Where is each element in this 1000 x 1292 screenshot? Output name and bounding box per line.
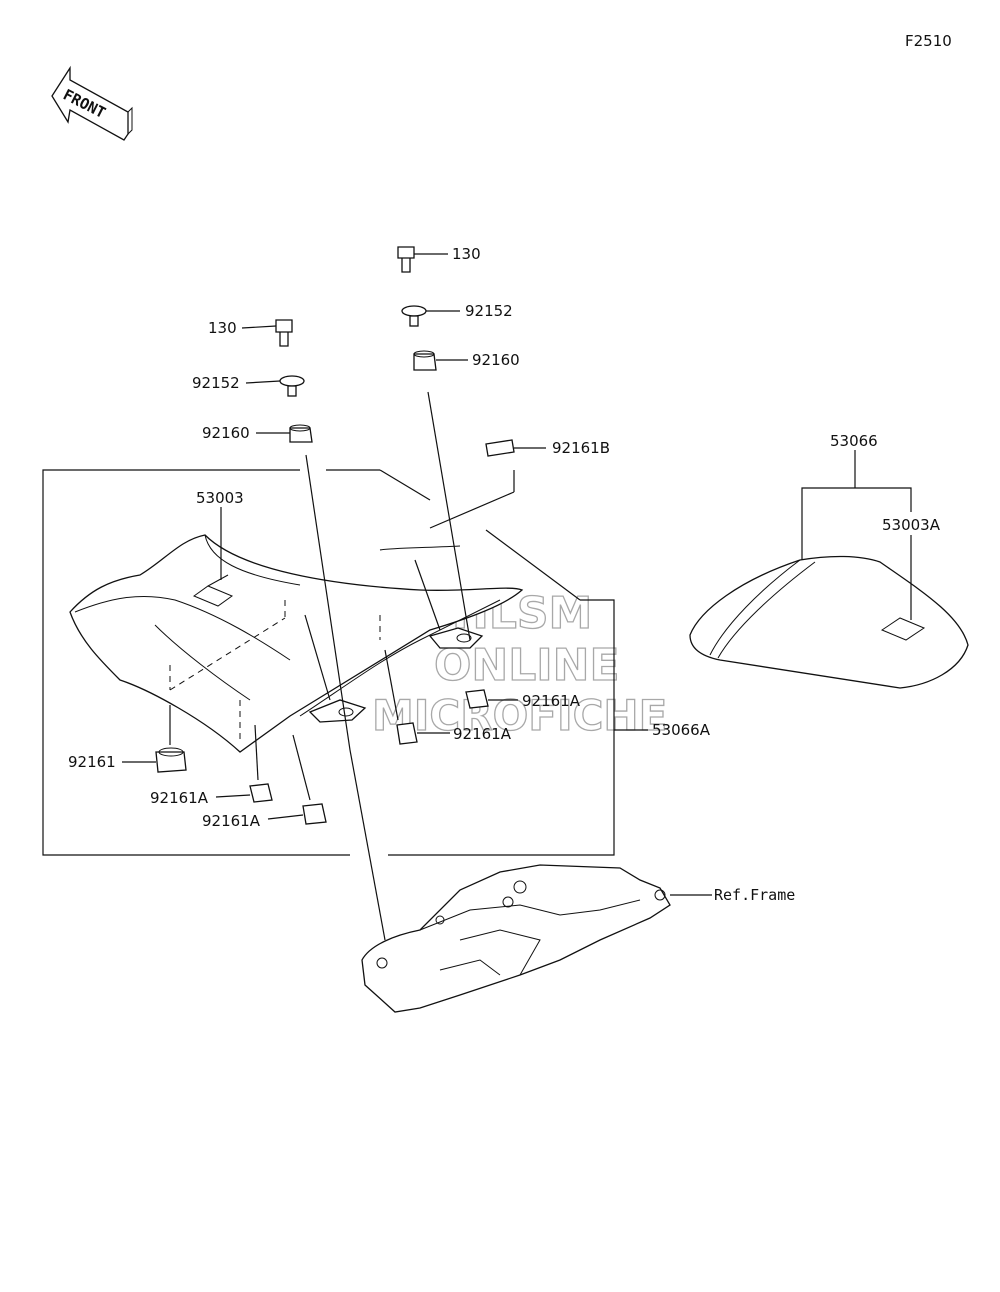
collar-right-icon <box>401 305 427 317</box>
frame <box>361 864 712 1013</box>
callout-collar-left: 92152 <box>192 374 240 392</box>
collar-left-icon <box>279 375 305 387</box>
callout-rear-seat-label: 53003A <box>882 516 941 534</box>
front-seat <box>69 534 524 753</box>
watermark-line-3: MICROFICHE <box>372 691 667 740</box>
callout-collar-right: 92152 <box>465 302 513 320</box>
callout-damper-a-4: 92161A <box>202 812 261 830</box>
damper-right-icon <box>413 353 437 371</box>
callout-damper-a-3: 92161A <box>150 789 209 807</box>
figure-code: F2510 <box>905 32 952 50</box>
assembly-lines <box>169 470 515 941</box>
callout-damper-a-2: 92161A <box>453 725 512 743</box>
callout-seat-label: 53003 <box>196 489 244 507</box>
callout-rear-seat-assy: 53066 <box>830 432 878 450</box>
dampers <box>155 439 515 825</box>
damper-left-icon <box>289 427 313 443</box>
seat-assembly-box <box>42 469 648 856</box>
callout-damper-91: 92161 <box>68 753 116 771</box>
callout-ref-frame: Ref.Frame <box>714 886 795 904</box>
bolt-right-icon <box>397 246 415 273</box>
damper-91-icon <box>155 751 187 773</box>
watermark-line-2: ONLINE <box>434 640 620 691</box>
right-fastener-stack <box>397 246 471 641</box>
callout-damper-b: 92161B <box>552 439 610 457</box>
callout-damper-left: 92160 <box>202 424 250 442</box>
bolt-left-icon <box>275 319 293 347</box>
callout-bolt-left: 130 <box>208 319 237 337</box>
left-fastener-stack <box>275 319 351 751</box>
callout-seat-assy: 53066A <box>652 721 711 739</box>
rear-seat <box>689 555 969 689</box>
callout-damper-right: 92160 <box>472 351 520 369</box>
watermark: HLSM ONLINE MICROFICHE <box>371 587 668 740</box>
damper-a4-icon <box>302 803 327 825</box>
damper-a3-icon <box>249 783 273 803</box>
leader-lines <box>122 253 912 820</box>
damper-a1-icon <box>465 689 489 709</box>
damper-a2-icon <box>396 722 418 745</box>
front-direction-arrow-icon: FRONT <box>51 65 133 141</box>
callout-bolt-right: 130 <box>452 245 481 263</box>
damper-b-icon <box>485 439 515 457</box>
callout-labels: 130 92152 92160 130 92152 92160 92161B 5… <box>68 245 941 904</box>
callout-damper-a-1: 92161A <box>522 692 581 710</box>
